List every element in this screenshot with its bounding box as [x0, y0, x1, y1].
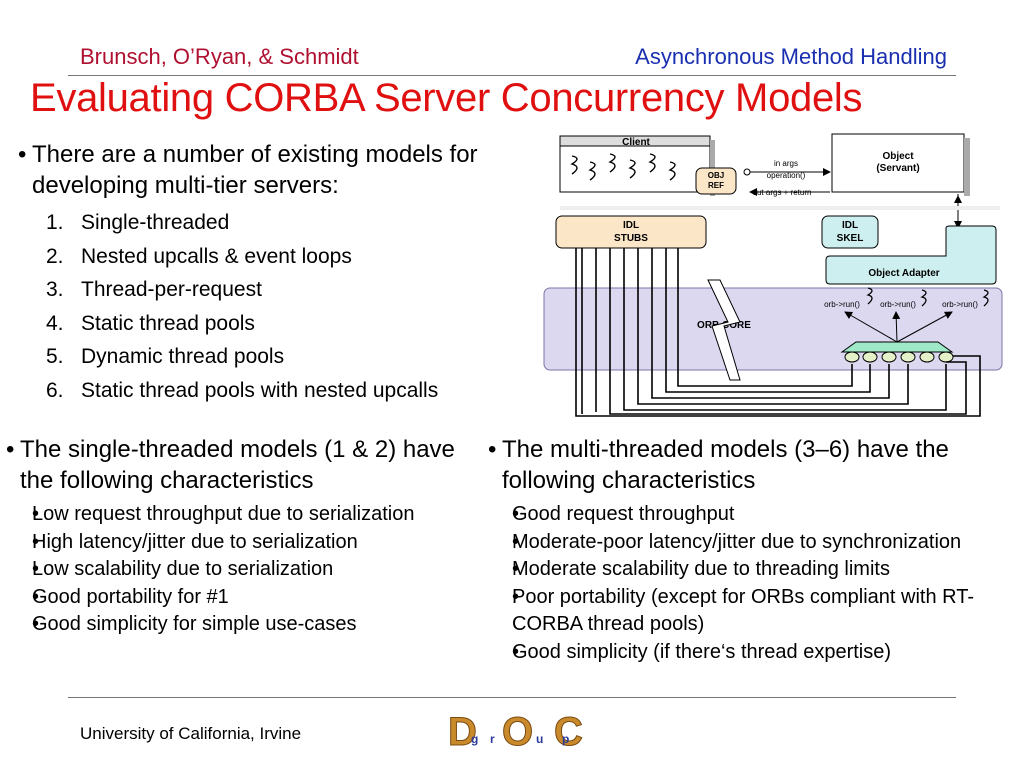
servant-box [831, 133, 965, 193]
idl-skel-box [821, 215, 879, 249]
list-item: •Good simplicity for simple use-cases [32, 613, 357, 636]
svg-text:OBJ: OBJ [708, 171, 724, 180]
page-title: Evaluating CORBA Server Concurrency Mode… [30, 76, 863, 120]
list-item: •Good request throughput [512, 503, 735, 525]
list-item: •Good portability for #1 [32, 585, 229, 608]
handles [844, 351, 954, 363]
connection-lines [575, 248, 981, 417]
client-threads [570, 153, 676, 181]
bullet-dot: • [6, 436, 15, 463]
single-list: •Low request throughput due to serializa… [32, 501, 482, 639]
svg-text:D: D [448, 710, 477, 751]
svg-text:orb->run(): orb->run() [824, 300, 860, 309]
list-item: •Moderate-poor latency/jitter due to syn… [512, 530, 962, 553]
svg-text:g: g [471, 732, 478, 746]
svg-text:orb->run(): orb->run() [942, 300, 978, 309]
svg-text:operation(): operation() [767, 171, 806, 180]
single-text: The single-threaded models (1 & 2) have … [20, 436, 455, 494]
svg-text:O: O [502, 710, 533, 751]
intro-bullet: • There are a number of existing models … [18, 139, 528, 201]
list-item: •Poor portability (except for ORBs compl… [512, 585, 975, 636]
intro-text: There are a number of existing models fo… [32, 141, 478, 199]
doc-group-logo: D g r O u C p [448, 710, 584, 752]
header-authors: Brunsch, O’Ryan, & Schmidt [80, 44, 359, 69]
multi-text: The multi-threaded models (3–6) have the… [502, 436, 949, 494]
svg-text:IDL: IDL [623, 220, 639, 231]
corba-diagram: ORB CORE Client OBJ REF in args operatio… [543, 133, 1003, 417]
obj-ref-box [695, 167, 737, 195]
list-item: 5.Dynamic thread pools [46, 345, 285, 369]
svg-text:STUBS: STUBS [614, 233, 648, 244]
svg-text:Object Adapter: Object Adapter [868, 268, 939, 279]
bullet-dot: • [18, 141, 27, 168]
footer-rule [68, 697, 956, 698]
list-item: 2.Nested upcalls & event loops [46, 244, 352, 268]
header-rule [68, 75, 956, 76]
models-list: 1.Single-threaded 2.Nested upcalls & eve… [46, 206, 438, 408]
footer-institution: University of California, Irvine [80, 724, 302, 743]
list-item: 1.Single-threaded [46, 211, 230, 234]
list-item: •High latency/jitter due to serializatio… [32, 530, 358, 553]
object-adapter-box [825, 225, 997, 285]
svg-text:(Servant): (Servant) [876, 163, 919, 174]
svg-text:orb->run(): orb->run() [880, 300, 916, 309]
multi-bullet: • The multi-threaded models (3–6) have t… [488, 434, 998, 496]
svg-text:r: r [490, 732, 495, 746]
list-item: •Low request throughput due to serializa… [32, 503, 415, 525]
svg-text:out args + return: out args + return [753, 188, 812, 197]
svg-text:REF: REF [708, 181, 724, 190]
single-bullet: • The single-threaded models (1 & 2) hav… [6, 434, 476, 496]
list-item: 4.Static thread pools [46, 311, 255, 335]
list-item: •Good simplicity (if there‘s thread expe… [512, 640, 892, 663]
svg-text:u: u [536, 732, 543, 746]
svg-text:IDL: IDL [842, 220, 858, 231]
list-item: 3.Thread-per-request [46, 278, 262, 302]
server-threads [866, 287, 989, 307]
idl-stubs-box [555, 215, 707, 249]
svg-text:p: p [562, 732, 569, 746]
list-item: 6.Static thread pools with nested upcall… [46, 378, 439, 402]
bullet-dot: • [488, 436, 497, 463]
svg-text:Object: Object [882, 151, 914, 162]
svg-text:C: C [554, 710, 583, 751]
list-item: •Low scalability due to serialization [32, 558, 334, 581]
multi-list: •Good request throughput •Moderate-poor … [512, 501, 1017, 667]
header-topic: Asynchronous Method Handling [635, 44, 947, 69]
list-item: •Moderate scalability due to threading l… [512, 558, 890, 581]
lightning-gap [707, 279, 741, 381]
client-label: Client [622, 137, 650, 148]
svg-text:SKEL: SKEL [837, 233, 864, 244]
svg-text:in args: in args [774, 159, 798, 168]
